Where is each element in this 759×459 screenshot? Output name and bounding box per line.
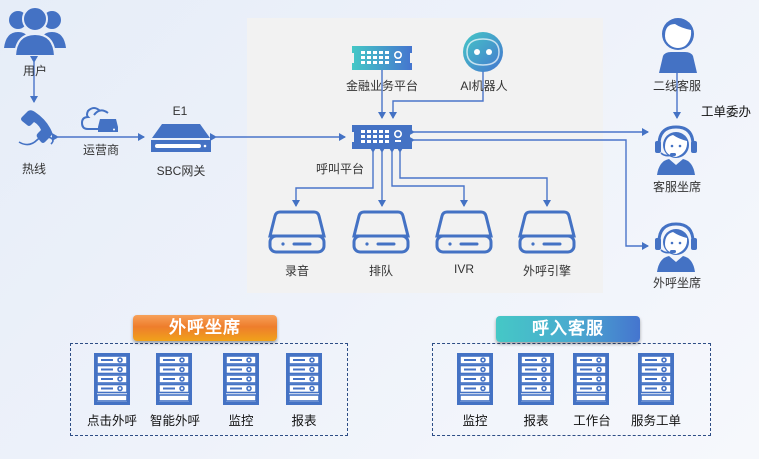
group-item-label: 智能外呼 <box>149 414 200 428</box>
ivr-label: IVR <box>453 262 474 276</box>
group-item-label: 报表 <box>523 414 549 428</box>
outbound-engine-drive-icon <box>518 210 576 259</box>
group-item-label: 点击外呼 <box>86 414 137 428</box>
server-rack-icon <box>573 353 609 410</box>
service-agent-headset-icon <box>651 121 701 180</box>
phone-icon <box>15 108 55 153</box>
cloud-server-icon <box>80 105 122 138</box>
service-agent-label: 客服坐席 <box>652 180 701 194</box>
group-item-label: 工作台 <box>573 414 611 428</box>
server-rack-icon <box>457 353 493 410</box>
outbound-engine-label: 外呼引擎 <box>522 264 571 278</box>
server-rack-icon <box>518 353 554 410</box>
queue-label: 排队 <box>368 264 393 278</box>
inbound-service-group-title: 呼入客服 <box>496 316 640 342</box>
sbc-top-label: E1 <box>172 104 188 118</box>
server-rack-icon <box>156 353 192 410</box>
server-rack-icon <box>223 353 259 410</box>
group-item-label: 监控 <box>462 414 488 428</box>
server-rack-icon <box>638 353 674 410</box>
server-rack-icon <box>94 353 130 410</box>
user-label: 用户 <box>22 64 47 78</box>
finance-label: 金融业务平台 <box>345 79 418 93</box>
users-icon <box>4 4 66 61</box>
group-item-label: 服务工单 <box>630 414 681 428</box>
group-item-label: 监控 <box>228 414 254 428</box>
robot-icon <box>461 31 505 78</box>
work-order-label: 工单委办 <box>700 105 751 119</box>
outbound-agent-group-title: 外呼坐席 <box>133 315 277 341</box>
outbound-agent-headset-icon <box>651 218 701 277</box>
call-platform-switch-icon <box>352 125 412 154</box>
server-rack-icon <box>286 353 322 410</box>
person-icon <box>655 16 701 79</box>
inbound-service-group-box <box>432 343 711 436</box>
queue-drive-icon <box>352 210 410 259</box>
carrier-label: 运营商 <box>82 143 119 157</box>
gateway-icon <box>150 124 212 159</box>
call-platform-label: 呼叫平台 <box>315 162 364 176</box>
group-item-label: 报表 <box>291 414 317 428</box>
second-line-label: 二线客服 <box>652 79 701 93</box>
ivr-drive-icon <box>435 210 493 259</box>
outbound-agent-label: 外呼坐席 <box>652 276 701 290</box>
finance-switch-icon <box>352 46 412 75</box>
outbound-agent-group-box <box>70 343 348 436</box>
recording-drive-icon <box>268 210 326 259</box>
sbc-label: SBC网关 <box>156 164 206 178</box>
recording-label: 录音 <box>284 264 309 278</box>
ai-label: AI机器人 <box>460 79 508 93</box>
hotline-label: 热线 <box>21 162 46 176</box>
